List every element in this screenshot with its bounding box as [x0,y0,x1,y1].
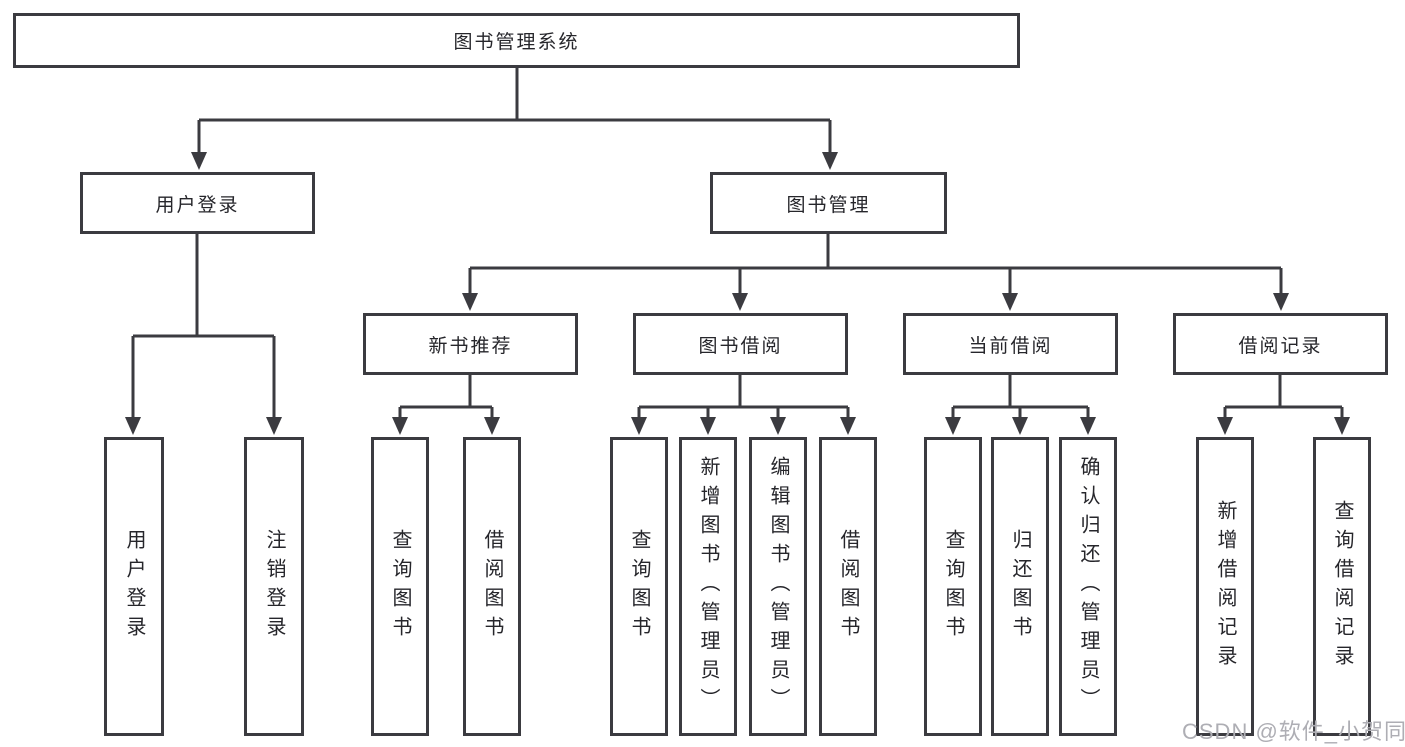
leaf-add-books-admin: 新增图书（管理员） [679,437,737,736]
node-label: 借阅图书 [481,528,503,645]
node-book-management: 图书管理 [710,172,947,234]
node-label: 图书借阅 [698,335,783,357]
node-label: 图书管理 [786,194,871,216]
node-label: 查询图书 [628,528,650,645]
node-label: 确认归还（管理员） [1077,456,1099,717]
leaf-query-books-borrowing: 查询图书 [610,437,668,736]
node-borrowing-records: 借阅记录 [1173,313,1388,375]
leaf-return-books: 归还图书 [991,437,1049,736]
leaf-user-login: 用户登录 [104,437,164,736]
leaf-query-books-recommend: 查询图书 [371,437,429,736]
leaf-query-books-current: 查询图书 [924,437,982,736]
node-label: 新增借阅记录 [1214,499,1236,674]
node-label: 用户登录 [123,528,145,645]
node-label: 查询图书 [389,528,411,645]
node-label: 新增图书（管理员） [697,456,719,717]
node-user-login: 用户登录 [80,172,315,234]
node-label: 归还图书 [1009,528,1031,645]
node-label: 用户登录 [155,194,240,216]
leaf-logout: 注销登录 [244,437,304,736]
node-label: 查询图书 [942,528,964,645]
leaf-borrow-books-borrowing: 借阅图书 [819,437,877,736]
leaf-add-borrow-record: 新增借阅记录 [1196,437,1254,736]
node-label: 当前借阅 [968,335,1053,357]
node-label: 图书管理系统 [453,32,580,53]
leaf-borrow-books-recommend: 借阅图书 [463,437,521,736]
node-library-management-system: 图书管理系统 [13,13,1020,68]
leaf-query-borrow-record: 查询借阅记录 [1313,437,1371,736]
node-label: 借阅记录 [1238,335,1323,357]
node-book-borrowing: 图书借阅 [633,313,848,375]
node-label: 查询借阅记录 [1331,499,1353,674]
leaf-confirm-return-admin: 确认归还（管理员） [1059,437,1117,736]
node-label: 编辑图书（管理员） [767,456,789,717]
leaf-edit-books-admin: 编辑图书（管理员） [749,437,807,736]
node-label: 借阅图书 [837,528,859,645]
node-current-borrowing: 当前借阅 [903,313,1118,375]
node-label: 新书推荐 [428,335,513,357]
node-new-book-recommendation: 新书推荐 [363,313,578,375]
node-label: 注销登录 [263,528,285,645]
